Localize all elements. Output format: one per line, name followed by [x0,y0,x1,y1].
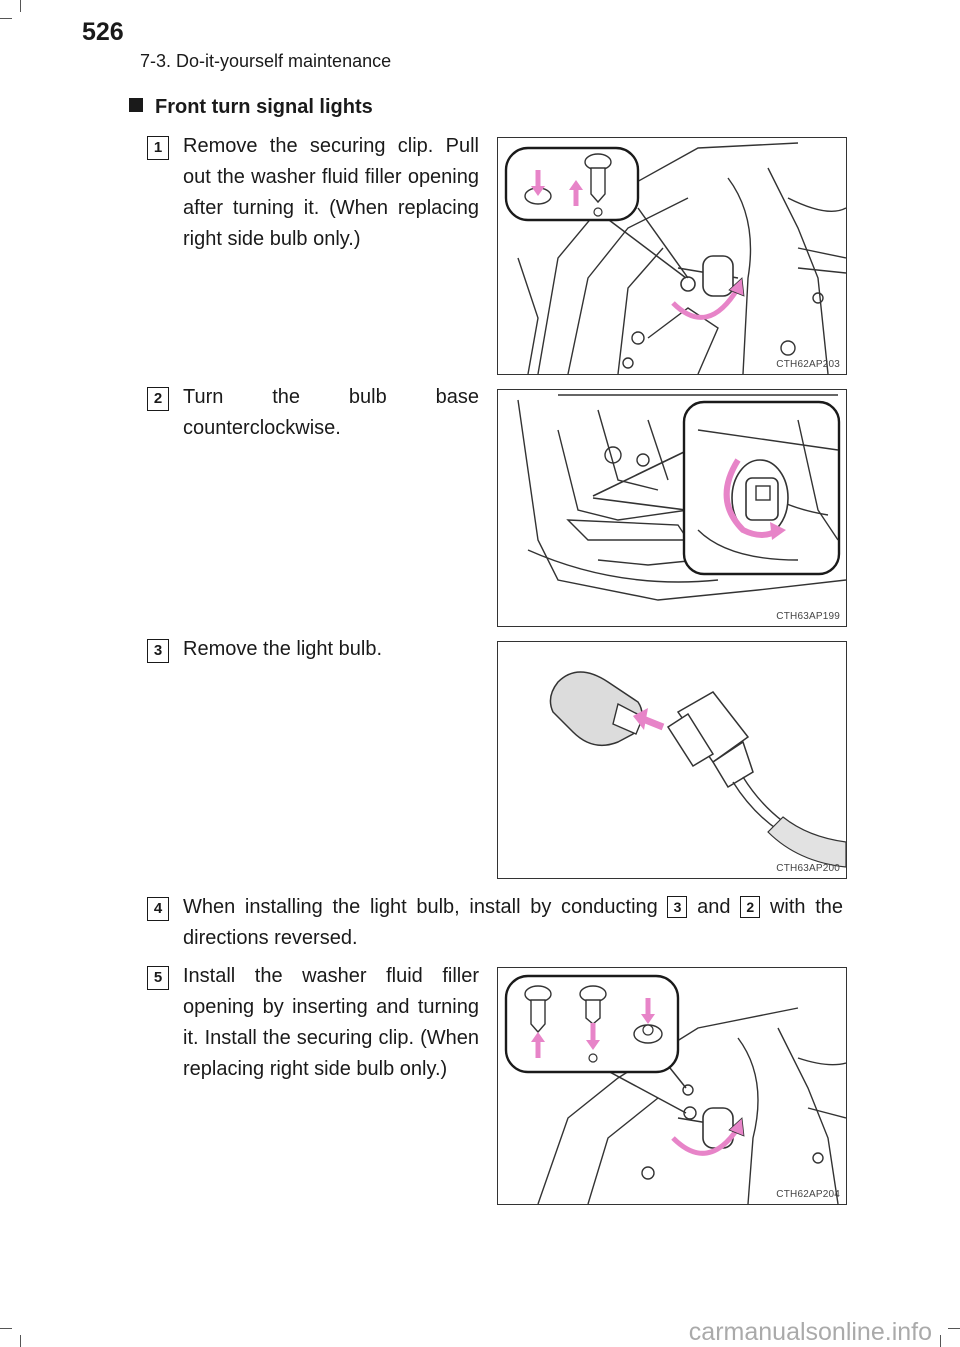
figure-code: CTH62AP203 [776,359,840,370]
crop-mark [20,0,21,12]
page-number: 526 [82,18,124,46]
figure-code: CTH62AP204 [776,1189,840,1200]
crop-mark [0,18,12,19]
engine-bay-illustration [504,974,846,1204]
step-text: Remove the light bulb. [183,638,383,660]
step-text: Turn the bulb base counterclockwise. [183,386,479,439]
step-number: 2 [147,387,169,411]
step-text-part: and [697,896,731,918]
step-number: 4 [147,897,169,921]
figure-code: CTH63AP200 [776,863,840,874]
step-text: Install the washer fluid filler opening … [183,965,479,1080]
figure-bulb-removal: CTH63AP200 [497,641,847,879]
section-title: Front turn signal lights [155,96,373,118]
crop-mark [20,1335,21,1347]
bulb-and-socket-illustration [549,671,846,868]
crop-mark [940,1335,941,1347]
figure-bulb-base-turn: CTH63AP199 [497,389,847,627]
step-text: When installing the light bulb, install … [183,892,843,954]
step-text-part: with the directions reversed. [183,896,844,949]
chapter-title: 7-3. Do-it-yourself maintenance [140,51,392,71]
step-number: 3 [147,639,169,663]
step-number: 5 [147,966,169,990]
step-number: 1 [147,136,169,160]
step-reference: 3 [667,896,688,918]
engine-bay-illustration [504,142,846,374]
figure-washer-filler-install: CTH62AP204 [497,967,847,1205]
watermark: carmanualsonline.info [688,1318,932,1346]
figure-code: CTH63AP199 [776,611,840,622]
crop-mark [948,1328,960,1329]
crop-mark [0,1328,12,1329]
section-heading: Front turn signal lights [129,96,373,119]
figure-washer-filler-removal: CTH62AP203 [497,137,847,375]
engine-bay-illustration [517,394,846,601]
square-bullet-icon [129,98,143,112]
step-reference: 2 [740,896,761,918]
step-text: Remove the securing clip. Pull out the w… [183,135,479,250]
step-text-part: When installing the light bulb, install … [183,896,658,918]
